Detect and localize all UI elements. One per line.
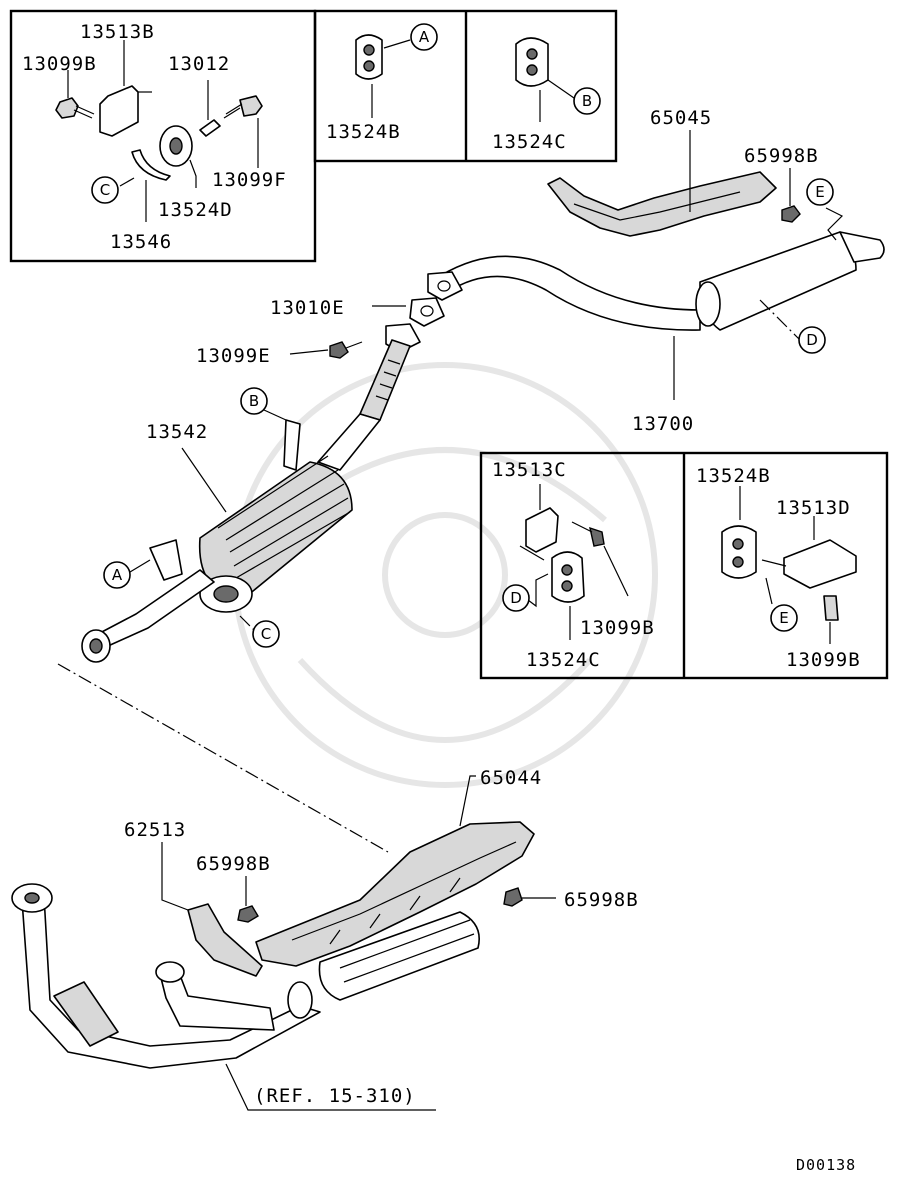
bolt-65998b-top [781, 205, 801, 223]
label-65998b-right: 65998B [564, 889, 639, 911]
hanger-13524c-mid [551, 551, 585, 603]
heat-shield-65045 [547, 171, 777, 237]
label-13012: 13012 [168, 53, 230, 75]
detail-box-1: C 13513B 13099B 13012 13099F 13524D 1354… [9, 9, 317, 263]
flange-upper [427, 271, 463, 301]
heat-shield-65044 [255, 821, 535, 967]
tail-tip [839, 231, 885, 263]
pin-13012 [199, 119, 221, 137]
callout-b-main: B [249, 392, 259, 410]
label-13700: 13700 [632, 413, 694, 435]
label-13546: 13546 [110, 231, 172, 253]
bolt-13099b-mid [589, 526, 605, 547]
center-pipe [317, 413, 381, 471]
bracket-13513c [525, 507, 559, 553]
label-13099b-mid: 13099B [580, 617, 655, 639]
hanger-13524b-mid [721, 525, 757, 579]
main-muffler-13542 [198, 461, 353, 601]
bolt-13099e [329, 341, 349, 359]
label-65998b-top: 65998B [744, 145, 819, 167]
detail-box-3: D 13513C 13099B 13524C E 13524B 13513D 1… [479, 451, 889, 680]
label-ref-15-310: (REF. 15-310) [254, 1085, 416, 1107]
label-13099f: 13099F [212, 169, 287, 191]
label-13524b-box2: 13524B [326, 121, 401, 143]
tailpipe-13700 [439, 255, 701, 331]
callout-d-circle-top [798, 326, 826, 354]
label-13513c: 13513C [492, 459, 567, 481]
bolt-13099b [55, 97, 79, 119]
detail-box-2: A 13524B B 13524C [313, 9, 618, 163]
catalytic-converter [318, 911, 480, 1001]
label-13099e: 13099E [196, 345, 271, 367]
connection-line [57, 663, 389, 853]
callout-d-circle-box3 [502, 584, 530, 612]
bolt-13099f [239, 95, 263, 117]
rear-muffler [699, 231, 857, 331]
callout-b-circle-box2 [573, 87, 601, 115]
label-65998b-mid: 65998B [196, 853, 271, 875]
hanger-13524b-a [355, 34, 383, 80]
label-62513: 62513 [124, 819, 186, 841]
bracket-13513d [783, 539, 857, 589]
callout-a-circle-box2 [410, 23, 438, 51]
label-13542: 13542 [146, 421, 208, 443]
callout-e-circle-top [806, 178, 834, 206]
callout-c-circle-main [252, 620, 280, 648]
bracket-62513 [187, 903, 263, 977]
callout-a-circle-main [103, 561, 131, 589]
label-65045: 65045 [650, 107, 712, 129]
bolt-13099b-right [823, 595, 839, 621]
label-65044: 65044 [480, 767, 542, 789]
callout-b-box2: B [582, 92, 592, 110]
callout-d-box3: D [510, 589, 522, 607]
callout-b-circle-main [240, 387, 268, 415]
gasket-13010e [409, 297, 445, 327]
callout-e-box3: E [779, 609, 788, 627]
hanger-bracket-b [283, 419, 301, 471]
label-13524c-mid: 13524C [526, 649, 601, 671]
center-exhaust-group: B A C 13010E 13099E 13542 [81, 271, 463, 663]
front-catalyst [53, 981, 119, 1047]
callout-c-circle [91, 176, 119, 204]
bracket-13513b [99, 85, 139, 137]
label-13524d: 13524D [158, 199, 233, 221]
clamp-13546 [131, 149, 171, 181]
label-13513d: 13513D [776, 497, 851, 519]
label-13513b: 13513B [80, 21, 155, 43]
bolt-65998b-mid [237, 905, 259, 923]
callout-c: C [100, 181, 110, 199]
label-13010e: 13010E [270, 297, 345, 319]
label-13524b-mid: 13524B [696, 465, 771, 487]
footer-code: D00138 [796, 1156, 856, 1174]
bolt-65998b-right [503, 887, 523, 907]
callout-e-top: E [815, 183, 824, 201]
callout-a-main: A [112, 566, 123, 584]
hanger-bracket-a [149, 539, 183, 581]
callout-d-top: D [806, 331, 818, 349]
callout-a-box2: A [419, 28, 430, 46]
hanger-13524c-b [515, 37, 549, 87]
rear-exhaust-group: E D 65045 65998B 13700 [439, 107, 885, 435]
callout-c-main: C [261, 625, 271, 643]
label-13099b-right: 13099B [786, 649, 861, 671]
label-13524c-box2: 13524C [492, 131, 567, 153]
front-exhaust-group: 65044 62513 65998B 65998B (REF. 15-310) [11, 767, 639, 1111]
label-13099b-top: 13099B [22, 53, 97, 75]
callout-e-circle-box3 [770, 604, 798, 632]
